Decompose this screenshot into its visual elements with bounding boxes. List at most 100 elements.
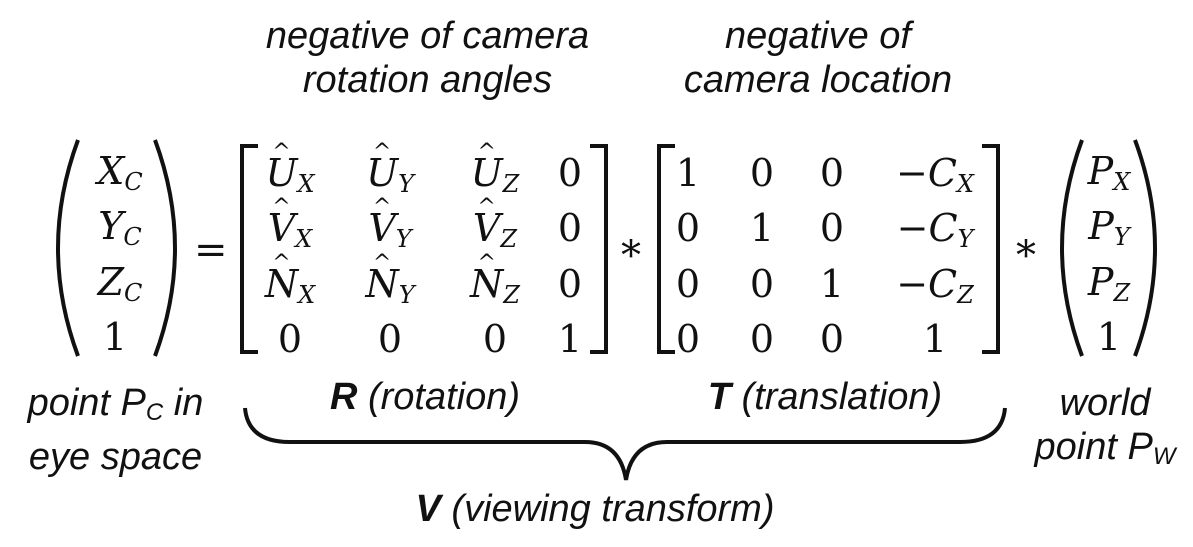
left-vector-row: YC <box>80 204 160 249</box>
matrix-symbol: 0 <box>749 151 775 195</box>
matrix-symbol: P <box>1087 260 1114 304</box>
translation-matrix-cell: 0 <box>742 154 782 192</box>
translation-matrix-cell: 0 <box>668 320 708 358</box>
rotation-caption-text: (rotation) <box>357 376 521 418</box>
camera-location-label-line2: camera location <box>683 59 953 101</box>
matrix-subscript: Y <box>957 225 974 253</box>
matrix-symbol: C <box>927 151 957 195</box>
left-vector-row: 1 <box>80 318 150 356</box>
matrix-subscript: Z <box>1113 279 1131 307</box>
rotation-matrix-cell: U^X <box>255 140 325 197</box>
translation-matrix-cell: 0 <box>742 320 782 358</box>
rotation-matrix-cell: U^Y <box>355 140 425 197</box>
matrix-symbol: 0 <box>819 317 845 361</box>
rotation-matrix-cell: 0 <box>255 320 325 358</box>
translation-matrix-cell: −CX <box>890 151 980 196</box>
matrix-symbol: 1 <box>922 317 948 361</box>
matrix-symbol: 1 <box>1096 315 1122 359</box>
matrix-symbol: 0 <box>557 262 583 306</box>
rotation-matrix-open-bracket <box>240 144 258 354</box>
matrix-symbol: 0 <box>377 317 403 361</box>
rotation-angles-label-line1: negative of camera <box>265 15 590 57</box>
matrix-symbol: 0 <box>749 317 775 361</box>
matrix-symbol: N^ <box>264 251 299 306</box>
rotation-angles-label-line2: rotation angles <box>302 59 553 101</box>
rotation-matrix-cell: N^Z <box>460 251 530 308</box>
matrix-symbol: 1 <box>557 317 583 361</box>
matrix-subscript: Z <box>502 170 520 198</box>
minus-sign: − <box>896 206 929 250</box>
left-vector-open-paren <box>56 139 80 357</box>
rotation-matrix-close-bracket <box>590 144 608 354</box>
matrix-symbol: U^ <box>265 140 298 195</box>
translation-caption-symbol: T <box>707 376 731 418</box>
rotation-matrix-cell: N^X <box>255 251 325 308</box>
left-vector-entry: X <box>97 149 125 193</box>
matrix-subscript: X <box>297 170 315 198</box>
left-vector-entry: Y <box>98 204 124 248</box>
viewing-transform-brace <box>243 407 1007 481</box>
left-vector-entry: Z <box>97 260 125 304</box>
rotation-matrix-cell: 0 <box>550 209 590 247</box>
point-pc-text: point P <box>27 382 146 424</box>
viewing-transform-symbol: V <box>415 488 441 530</box>
translation-matrix-cell: 0 <box>668 209 708 247</box>
matrix-symbol: 1 <box>675 151 701 195</box>
rotation-caption-symbol: R <box>329 376 358 418</box>
matrix-symbol: 0 <box>675 262 701 306</box>
matrix-subscript: X <box>956 170 974 198</box>
right-vector-row: PZ <box>1078 260 1140 305</box>
matrix-subscript: Z <box>957 281 974 309</box>
hat-accent: ^ <box>477 140 496 165</box>
matrix-symbol: 0 <box>819 151 845 195</box>
matrix-symbol: 0 <box>749 262 775 306</box>
translation-caption: T (translation) <box>690 375 960 419</box>
rotation-matrix-cell: 1 <box>550 320 590 358</box>
left-vector-row: XC <box>80 149 160 194</box>
matrix-subscript: Y <box>395 225 412 253</box>
hat-accent: ^ <box>272 140 291 165</box>
right-vector-close-paren <box>1133 139 1157 357</box>
hat-accent: ^ <box>477 251 496 276</box>
matrix-symbol: 0 <box>277 317 303 361</box>
matrix-subscript: Y <box>398 170 414 198</box>
left-vector-close-paren <box>153 139 177 357</box>
right-vector-open-paren <box>1060 139 1084 357</box>
matrix-symbol: 1 <box>819 262 845 306</box>
left-vector-row: ZC <box>80 260 160 305</box>
left-vector-sub: C <box>124 168 143 196</box>
translation-matrix-cell: 0 <box>668 265 708 303</box>
rotation-matrix-cell: N^Y <box>355 253 425 308</box>
matrix-subscript: Z <box>503 281 520 309</box>
rotation-matrix-cell: U^Z <box>460 142 530 197</box>
left-vector-entry: 1 <box>102 315 128 359</box>
minus-sign: − <box>896 262 929 306</box>
rotation-matrix-cell: 0 <box>550 154 590 192</box>
matrix-symbol: U^ <box>366 140 399 195</box>
point-pc-label: point PC in eye space <box>8 381 223 479</box>
world-point-sub: W <box>1152 443 1176 470</box>
rotation-angles-label: negative of camera rotation angles <box>255 14 600 102</box>
translation-matrix-cell: 1 <box>742 209 782 247</box>
matrix-symbol: 0 <box>675 206 701 250</box>
matrix-subscript: Z <box>500 225 518 253</box>
equals-sign: = <box>194 227 228 273</box>
matrix-symbol: 0 <box>675 317 701 361</box>
matrix-symbol: 0 <box>557 151 583 195</box>
matrix-subscript: X <box>295 225 313 253</box>
translation-matrix-cell: 0 <box>742 265 782 303</box>
rotation-matrix-cell: 0 <box>550 265 590 303</box>
matrix-symbol: V^ <box>267 195 296 250</box>
matrix-symbol: N^ <box>470 251 504 306</box>
translation-matrix-cell: 0 <box>812 320 852 358</box>
matrix-symbol: 0 <box>557 206 583 250</box>
point-pc-suffix: in <box>163 382 204 424</box>
matrix-symbol: 1 <box>749 206 775 250</box>
translation-matrix-cell: 1 <box>668 154 708 192</box>
camera-location-label-line1: negative of <box>725 15 911 57</box>
rotation-caption: R (rotation) <box>300 375 550 419</box>
matrix-symbol: P <box>1087 149 1114 193</box>
point-pc-label-line1: point PC in <box>8 381 223 435</box>
